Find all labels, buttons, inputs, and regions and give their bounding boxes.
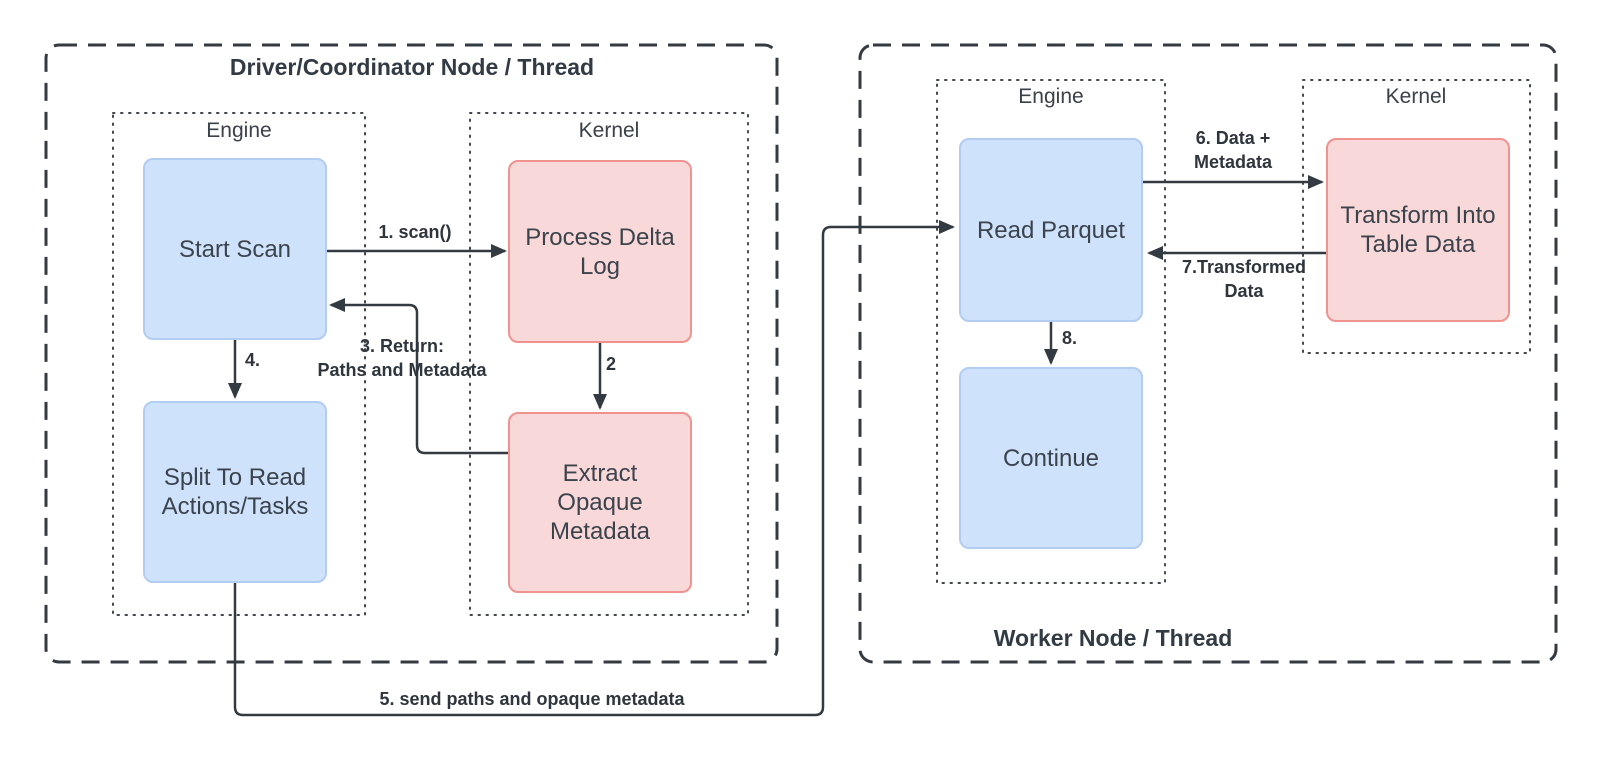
edge-6-label: 6. Data + Metadata bbox=[1193, 128, 1273, 172]
edge-2-label: 2 bbox=[606, 354, 617, 374]
node-split-to-read: Split To Read Actions/Tasks bbox=[143, 401, 327, 583]
worker-engine-border bbox=[936, 79, 1166, 584]
node-extract-opaque-metadata: Extract Opaque Metadata bbox=[508, 412, 692, 593]
driver-kernel-border bbox=[469, 112, 749, 616]
worker-kernel-label: Kernel bbox=[1385, 85, 1447, 108]
node-transform-into-table-data: Transform Into Table Data bbox=[1326, 138, 1510, 322]
driver-engine-label: Engine bbox=[206, 119, 272, 142]
edge-4-label: 4. bbox=[245, 350, 261, 370]
worker-node-title: Worker Node / Thread bbox=[993, 625, 1233, 651]
edge-8-label: 8. bbox=[1062, 328, 1078, 348]
driver-engine-border bbox=[112, 112, 366, 616]
edge-3-label: 3. Return: Paths and Metadata bbox=[317, 336, 487, 380]
worker-node-border bbox=[858, 43, 1558, 664]
edge-7-label: 7.Transformed Data bbox=[1181, 257, 1307, 301]
driver-kernel-label: Kernel bbox=[578, 119, 640, 142]
node-continue: Continue bbox=[959, 367, 1143, 549]
node-start-scan: Start Scan bbox=[143, 158, 327, 340]
worker-kernel-border bbox=[1302, 79, 1531, 354]
node-read-parquet: Read Parquet bbox=[959, 138, 1143, 322]
edge-5-label: 5. send paths and opaque metadata bbox=[379, 689, 685, 709]
worker-engine-label: Engine bbox=[1018, 85, 1084, 108]
edge-3-return-arrow bbox=[329, 298, 508, 455]
edge-1-label: 1. scan() bbox=[378, 222, 452, 242]
edge-5-send-paths-arrow bbox=[233, 220, 955, 717]
driver-node-title: Driver/Coordinator Node / Thread bbox=[229, 54, 595, 80]
driver-node-border bbox=[44, 43, 779, 664]
node-process-delta-log: Process Delta Log bbox=[508, 160, 692, 343]
